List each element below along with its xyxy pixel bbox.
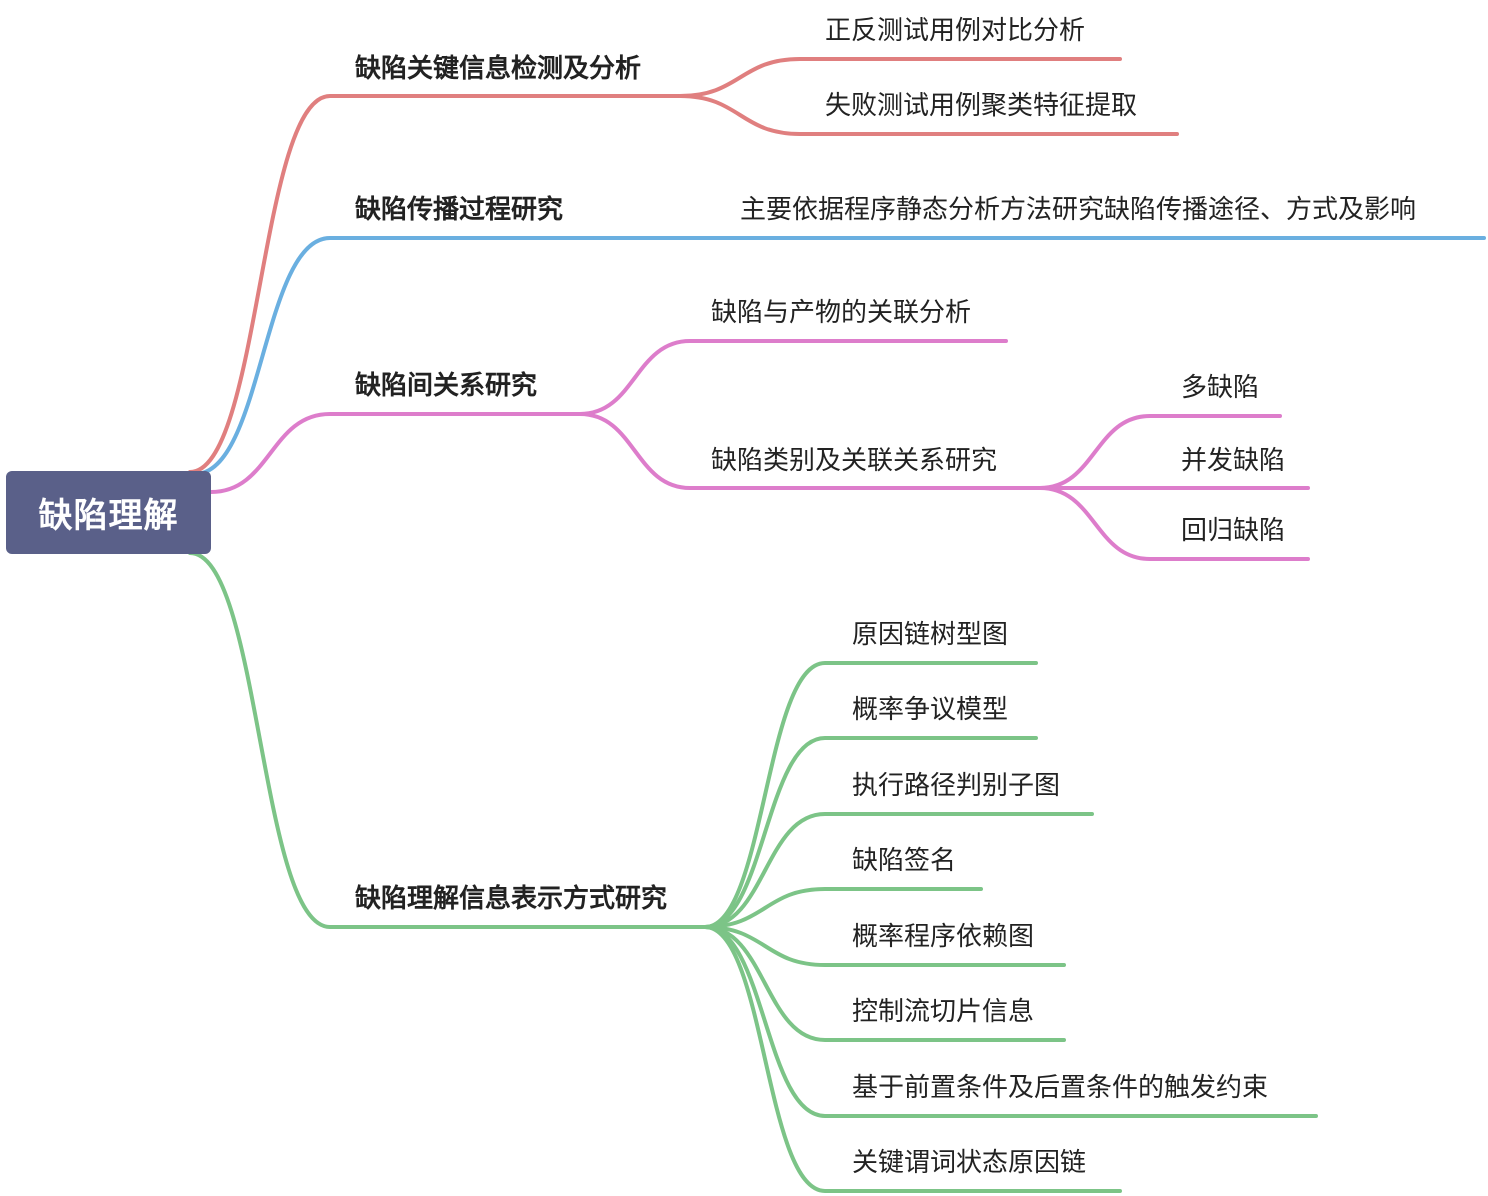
branch-representation-methods[interactable]: 缺陷理解信息表示方式研究 — [355, 886, 667, 912]
link-b4-child-2 — [703, 736, 1038, 929]
subtopic-cause-chain-tree[interactable]: 原因链树型图 — [852, 622, 1008, 648]
leaf-concurrency-defects[interactable]: 并发缺陷 — [1181, 448, 1285, 474]
leaf-regression-defects[interactable]: 回归缺陷 — [1181, 518, 1285, 544]
leaf-label: 回归缺陷 — [1181, 516, 1286, 546]
branch-label: 缺陷间关系研究 — [355, 371, 538, 401]
subtopic-test-case-comparison[interactable]: 正反测试用例对比分析 — [825, 18, 1085, 44]
subtopic-control-flow-slice[interactable]: 控制流切片信息 — [852, 999, 1034, 1025]
subtopic-defect-category-relations[interactable]: 缺陷类别及关联关系研究 — [711, 448, 997, 474]
link-b1-child-1 — [678, 57, 1122, 98]
subtopic-label: 缺陷签名 — [852, 846, 957, 876]
subtopic-label: 失败测试用例聚类特征提取 — [825, 91, 1138, 121]
subtopic-predicate-state-cause-chain[interactable]: 关键谓词状态原因链 — [852, 1150, 1086, 1176]
branch-label: 缺陷关键信息检测及分析 — [355, 54, 642, 84]
branch-label: 缺陷理解信息表示方式研究 — [355, 884, 668, 914]
root-link-branch-3 — [209, 412, 582, 494]
link-b4-child-3 — [703, 812, 1094, 929]
leaf-label: 多缺陷 — [1181, 373, 1260, 403]
link-b4-child-6 — [703, 925, 1066, 1042]
subtopic-label: 原因链树型图 — [852, 620, 1009, 650]
link-b1-child-2 — [678, 94, 1179, 136]
root-link-branch-2 — [193, 236, 597, 476]
link-b3-leaf-3 — [1038, 486, 1310, 561]
root-link-branch-4 — [188, 551, 707, 929]
subtopic-label: 执行路径判别子图 — [852, 771, 1061, 801]
subtopic-probabilistic-dependence-graph[interactable]: 概率程序依赖图 — [852, 924, 1034, 950]
branch-defect-propagation[interactable]: 缺陷传播过程研究 — [355, 197, 563, 223]
root-topic-label: 缺陷理解 — [38, 496, 179, 536]
subtopic-static-analysis-propagation[interactable]: 主要依据程序静态分析方法研究缺陷传播途径、方式及影响 — [740, 197, 1416, 223]
root-topic[interactable]: 缺陷理解 — [6, 471, 211, 554]
subtopic-label: 主要依据程序静态分析方法研究缺陷传播途径、方式及影响 — [740, 195, 1417, 225]
subtopic-label: 控制流切片信息 — [852, 997, 1035, 1027]
subtopic-label: 概率程序依赖图 — [852, 922, 1035, 952]
link-b4-child-7 — [703, 925, 1318, 1118]
subtopic-execution-path-subgraph[interactable]: 执行路径判别子图 — [852, 773, 1060, 799]
subtopic-label: 缺陷与产物的关联分析 — [711, 298, 972, 328]
subtopic-pre-post-condition-constraints[interactable]: 基于前置条件及后置条件的触发约束 — [852, 1075, 1268, 1101]
branch-defect-key-info[interactable]: 缺陷关键信息检测及分析 — [355, 56, 641, 82]
branch-defect-relations[interactable]: 缺陷间关系研究 — [355, 373, 537, 399]
subtopic-defect-artifact-association[interactable]: 缺陷与产物的关联分析 — [711, 300, 971, 326]
subtopic-label: 概率争议模型 — [852, 695, 1009, 725]
leaf-label: 并发缺陷 — [1181, 446, 1286, 476]
subtopic-label: 关键谓词状态原因链 — [852, 1148, 1087, 1178]
link-b4-child-8 — [703, 925, 1122, 1193]
link-b3-child-1 — [578, 339, 1008, 416]
branch-label: 缺陷传播过程研究 — [355, 195, 564, 225]
link-b3-child-2 — [578, 412, 1042, 490]
subtopic-failure-clustering[interactable]: 失败测试用例聚类特征提取 — [825, 93, 1137, 119]
leaf-multiple-defects[interactable]: 多缺陷 — [1181, 375, 1259, 401]
link-b4-child-5 — [703, 925, 1066, 967]
link-b3-leaf-1 — [1038, 414, 1282, 490]
root-link-branch-1 — [188, 94, 682, 474]
subtopic-label: 缺陷类别及关联关系研究 — [711, 446, 998, 476]
subtopic-label: 基于前置条件及后置条件的触发约束 — [852, 1073, 1269, 1103]
subtopic-probability-dispute-model[interactable]: 概率争议模型 — [852, 697, 1008, 723]
subtopic-defect-signature[interactable]: 缺陷签名 — [852, 848, 956, 874]
link-b4-child-1 — [703, 661, 1038, 929]
subtopic-label: 正反测试用例对比分析 — [825, 16, 1086, 46]
link-b4-child-4 — [703, 887, 983, 929]
